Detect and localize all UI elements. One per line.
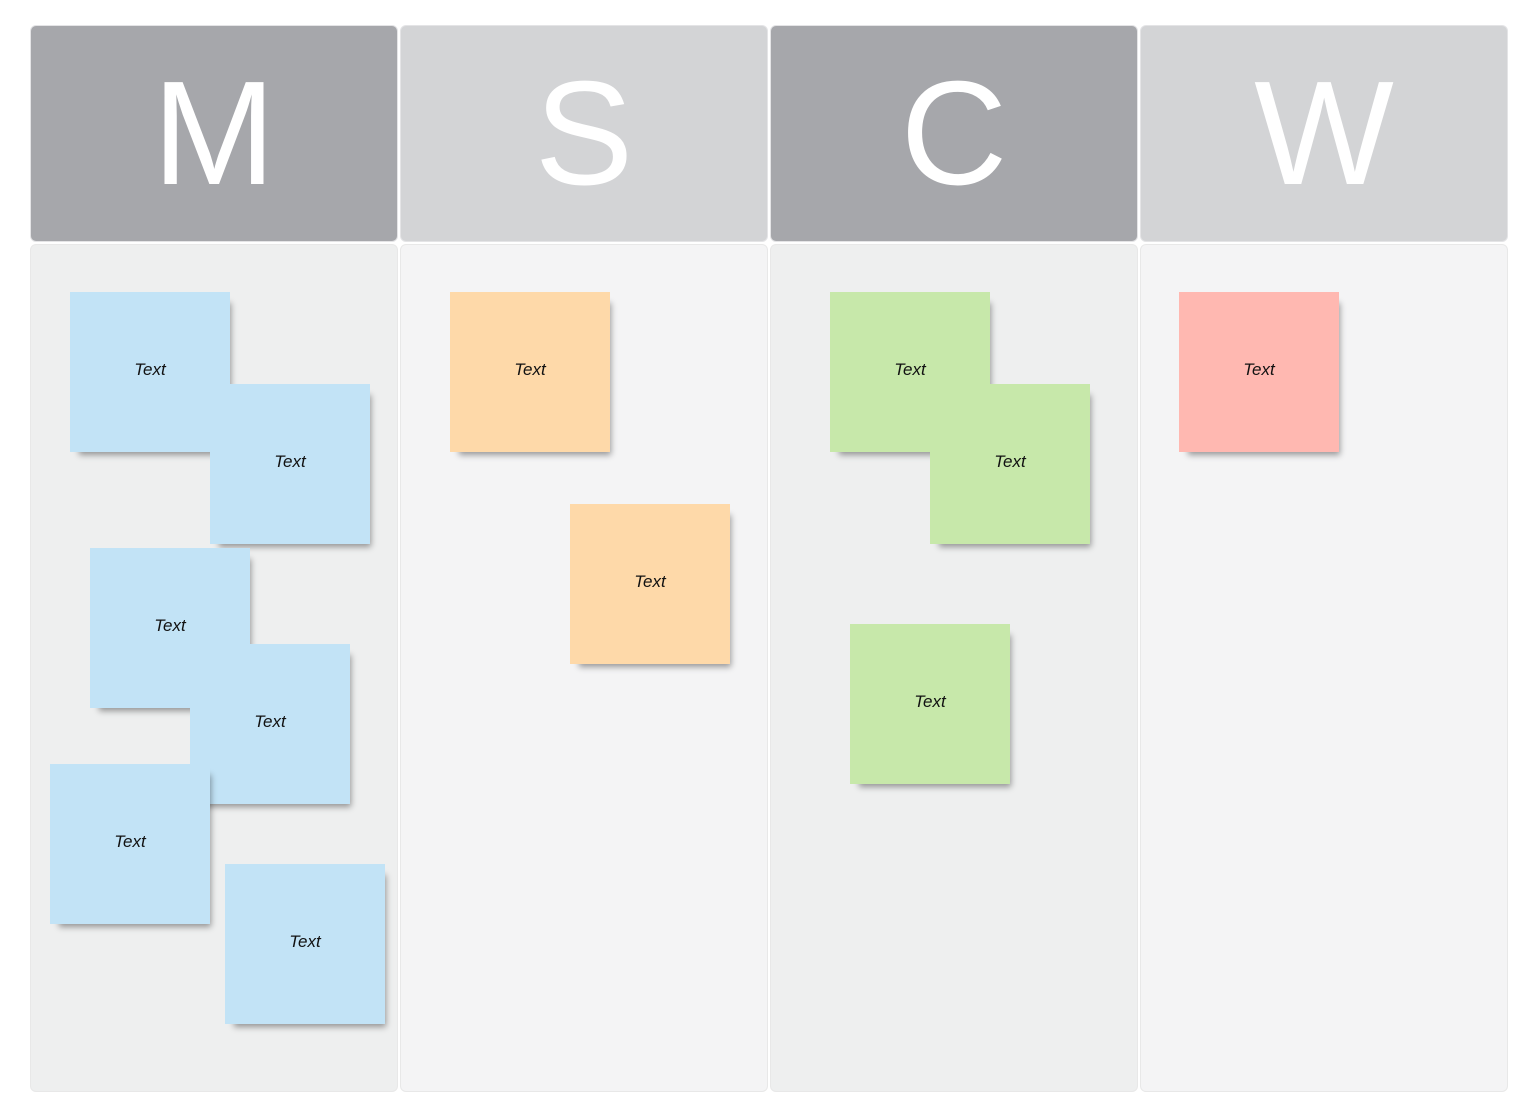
sticky-note-m-4[interactable]: Text (190, 644, 350, 804)
sticky-note-m-6[interactable]: Text (225, 864, 385, 1024)
sticky-note-text: Text (994, 452, 1026, 471)
column-header-m: M (30, 25, 398, 242)
sticky-note-text: Text (914, 692, 946, 711)
sticky-note-s-2[interactable]: Text (570, 504, 730, 664)
column-header-c: C (770, 25, 1138, 242)
sticky-note-c-2[interactable]: Text (930, 384, 1090, 544)
sticky-note-m-2[interactable]: Text (210, 384, 370, 544)
sticky-note-text: Text (154, 616, 186, 635)
sticky-note-m-1[interactable]: Text (70, 292, 230, 452)
sticky-note-text: Text (274, 452, 306, 471)
column-letter-w: W (1254, 50, 1394, 216)
sticky-note-c-3[interactable]: Text (850, 624, 1010, 784)
column-letter-s: S (534, 50, 634, 216)
sticky-note-text: Text (114, 832, 146, 851)
column-letter-c: C (900, 50, 1008, 216)
sticky-note-m-5[interactable]: Text (50, 764, 210, 924)
sticky-note-s-1[interactable]: Text (450, 292, 610, 452)
sticky-note-w-1[interactable]: Text (1179, 292, 1339, 452)
column-header-w: W (1140, 25, 1508, 242)
column-header-s: S (400, 25, 768, 242)
sticky-note-text: Text (254, 712, 286, 731)
sticky-note-text: Text (1243, 360, 1275, 379)
sticky-note-text: Text (134, 360, 166, 379)
sticky-note-text: Text (894, 360, 926, 379)
column-letter-m: M (152, 50, 276, 216)
sticky-note-text: Text (289, 932, 321, 951)
sticky-note-text: Text (514, 360, 546, 379)
sticky-note-text: Text (634, 572, 666, 591)
